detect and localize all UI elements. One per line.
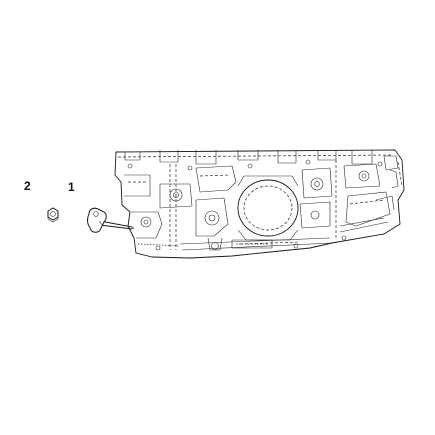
- engine-block-icon: [114, 149, 405, 259]
- callout-item-1: 1: [68, 180, 75, 194]
- nut-icon: [47, 207, 59, 223]
- sensor-icon: [87, 207, 135, 233]
- callout-item-2: 2: [24, 179, 31, 193]
